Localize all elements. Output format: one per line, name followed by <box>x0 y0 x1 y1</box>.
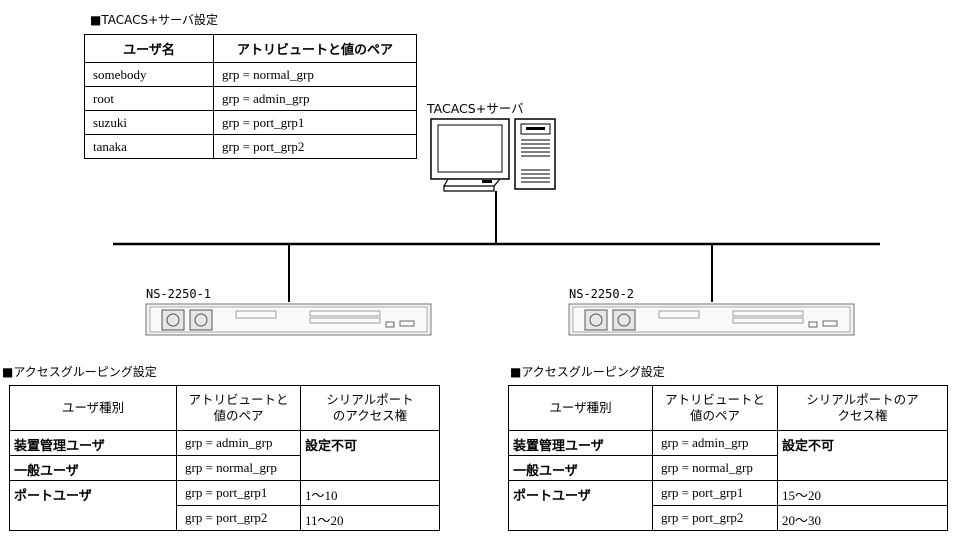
user-type-cell: ポートユーザ <box>508 480 653 531</box>
table-row: 一般ユーザ grp = normal_grp <box>508 455 948 481</box>
table-row: ポートユーザ grp = port_grp1 15～20 <box>508 480 948 531</box>
column-header: アトリビュートと値のペア <box>213 34 417 63</box>
user-type-cell: 一般ユーザ <box>9 455 177 481</box>
table-row: grp = port_grp2 20～30 <box>509 505 948 531</box>
attribute-pair-cell: grp = admin_grp <box>176 430 301 456</box>
server-label: TACACS+サーバ <box>427 101 524 116</box>
access-cell: 20～30 <box>777 505 948 531</box>
rack-device-icon <box>568 303 855 336</box>
attribute-pair-cell: grp = normal_grp <box>213 62 417 87</box>
table-row: ポートユーザ grp = port_grp1 1～10 <box>9 480 440 531</box>
device-label-1: NS-2250-1 <box>146 287 212 301</box>
table-row: 装置管理ユーザ grp = admin_grp 設定不可 <box>9 430 440 481</box>
username-cell: tanaka <box>84 134 214 159</box>
table-header-row: ユーザ種別 アトリビュートと 値のペア シリアルポート のアクセス権 <box>9 385 440 431</box>
user-type-cell: 装置管理ユーザ <box>9 430 177 456</box>
table-row: tanaka grp = port_grp2 <box>84 134 417 159</box>
table-row: 装置管理ユーザ grp = admin_grp 設定不可 <box>508 430 948 481</box>
user-type-cell: 一般ユーザ <box>508 455 653 481</box>
attribute-pair-cell: grp = normal_grp <box>176 455 301 481</box>
server-section-title: ■TACACS+サーバ設定 <box>90 13 219 27</box>
user-type-cell: 装置管理ユーザ <box>508 430 653 456</box>
attribute-pair-cell: grp = port_grp2 <box>213 134 417 159</box>
access-cell: 15～20 <box>777 480 948 506</box>
access-cell: 11～20 <box>300 505 440 531</box>
attribute-pair-cell: grp = port_grp2 <box>652 505 778 531</box>
user-type-cell: ポートユーザ <box>9 480 177 531</box>
rack-device-icon <box>145 303 432 336</box>
attribute-pair-cell: grp = port_grp1 <box>176 480 301 506</box>
device-label-2: NS-2250-2 <box>569 287 635 301</box>
computer-monitor-icon <box>430 118 510 192</box>
username-cell: suzuki <box>84 110 214 135</box>
table-header-row: ユーザ名 アトリビュートと値のペア <box>84 34 417 63</box>
attribute-pair-cell: grp = port_grp1 <box>213 110 417 135</box>
grouping-title-right: ■アクセスグルーピング設定 <box>510 365 665 379</box>
username-cell: somebody <box>84 62 214 87</box>
attribute-pair-cell: grp = admin_grp <box>652 430 778 456</box>
table-header-row: ユーザ種別 アトリビュートと 値のペア シリアルポートのア クセス権 <box>508 385 948 431</box>
attribute-pair-cell: grp = normal_grp <box>652 455 778 481</box>
grouping-title-left: ■アクセスグルーピング設定 <box>2 365 157 379</box>
server-user-table: ユーザ名 アトリビュートと値のペア somebody grp = normal_… <box>84 34 417 159</box>
attribute-pair-cell: grp = port_grp2 <box>176 505 301 531</box>
tower-server-icon <box>514 118 556 190</box>
column-header: ユーザ種別 <box>9 385 177 431</box>
column-header: シリアルポート のアクセス権 <box>300 385 440 431</box>
access-grouping-table-left: ユーザ種別 アトリビュートと 値のペア シリアルポート のアクセス権 装置管理ユ… <box>9 385 440 531</box>
access-cell: 設定不可 <box>777 430 948 481</box>
column-header: ユーザ名 <box>84 34 214 63</box>
column-header: ユーザ種別 <box>508 385 653 431</box>
attribute-pair-cell: grp = port_grp1 <box>652 480 778 506</box>
table-row: somebody grp = normal_grp <box>84 62 417 87</box>
access-cell: 1～10 <box>300 480 440 506</box>
access-cell: 設定不可 <box>300 430 440 481</box>
table-row: suzuki grp = port_grp1 <box>84 110 417 135</box>
column-header: シリアルポートのア クセス権 <box>777 385 948 431</box>
table-row: grp = port_grp2 11～20 <box>10 505 440 531</box>
column-header: アトリビュートと 値のペア <box>652 385 778 431</box>
access-grouping-table-right: ユーザ種別 アトリビュートと 値のペア シリアルポートのア クセス権 装置管理ユ… <box>508 385 948 531</box>
column-header: アトリビュートと 値のペア <box>176 385 301 431</box>
